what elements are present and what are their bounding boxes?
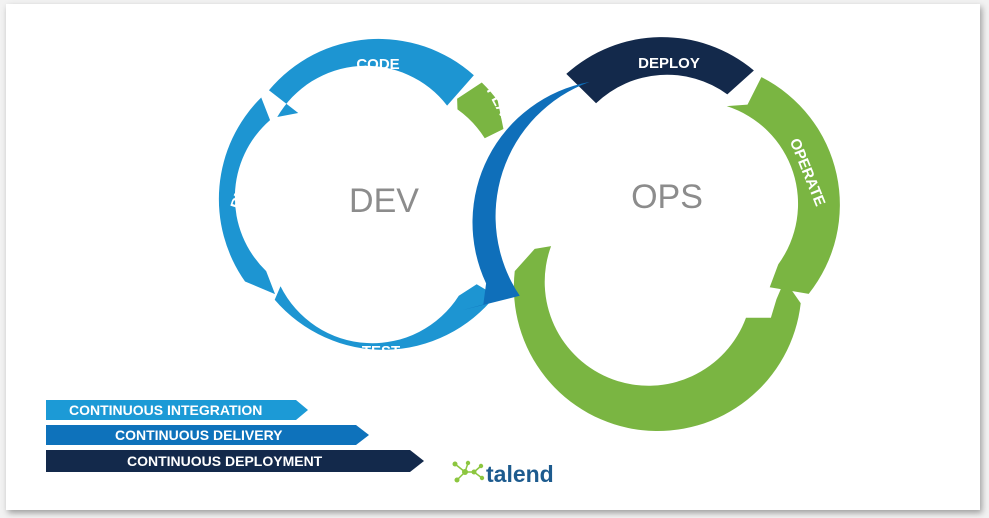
code-label: CODE bbox=[356, 56, 399, 73]
release-label: RELEASE bbox=[514, 156, 549, 229]
test-segment bbox=[274, 284, 496, 350]
deployment-label: CONTINUOUS DEPLOYMENT bbox=[127, 453, 323, 469]
network-dots-icon bbox=[452, 460, 485, 483]
deployment-band bbox=[46, 450, 424, 472]
devops-diagram: DEV OPS CODE PLAN BUILD TEST RELEASE DEP… bbox=[46, 37, 840, 487]
ops-label: OPS bbox=[631, 178, 703, 216]
operate-segment bbox=[726, 77, 840, 294]
release-segment bbox=[462, 81, 590, 311]
monitor-segment bbox=[513, 246, 801, 432]
delivery-label: CONTINUOUS DELIVERY bbox=[115, 427, 283, 443]
monitor-label: MONITOR bbox=[641, 339, 712, 356]
deploy-segment bbox=[566, 37, 754, 104]
code-segment bbox=[268, 38, 474, 118]
delivery-band bbox=[46, 425, 369, 445]
plan-segment bbox=[457, 82, 504, 139]
slide: DEV OPS CODE PLAN BUILD TEST RELEASE DEP… bbox=[6, 4, 980, 510]
build-segment bbox=[218, 97, 276, 295]
integration-label: CONTINUOUS INTEGRATION bbox=[69, 402, 262, 418]
talend-logo-text: talend bbox=[486, 461, 554, 487]
test-label: TEST bbox=[362, 343, 400, 360]
integration-band bbox=[46, 400, 308, 420]
dev-label: DEV bbox=[349, 182, 419, 220]
deploy-label: DEPLOY bbox=[638, 55, 700, 72]
